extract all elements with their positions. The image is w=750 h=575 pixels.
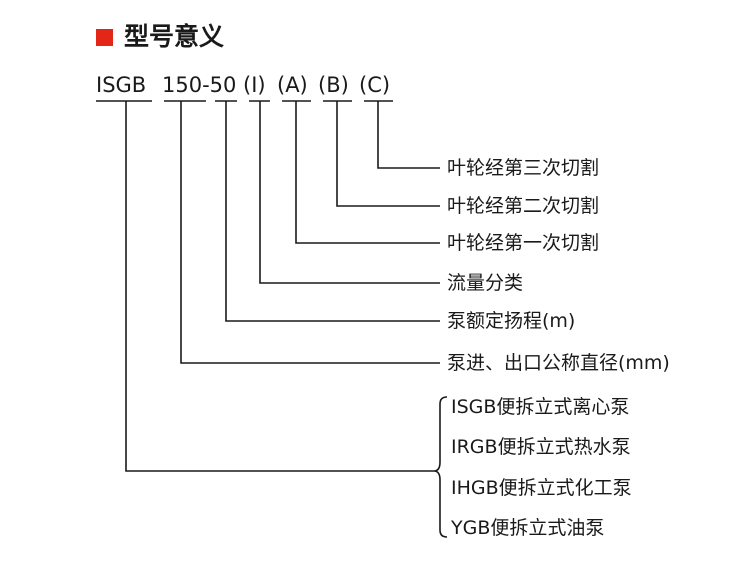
- code-cut-a: (A): [277, 73, 308, 97]
- leader-cut-c: [377, 101, 440, 169]
- series-type-ygb: YGB便拆立式油泵: [451, 517, 605, 539]
- meaning-diameter: 泵进、出口公称直径(mm): [447, 352, 670, 374]
- leader-series: [125, 101, 434, 472]
- leader-head: [225, 101, 440, 322]
- leader-cut-a: [295, 101, 440, 244]
- diagram-title: 型号意义: [124, 22, 225, 51]
- leader-flow: [259, 101, 440, 284]
- code-diameter: 150-50: [162, 73, 237, 97]
- series-type-ihgb: IHGB便拆立式化工泵: [451, 477, 632, 499]
- red-square-icon: [96, 29, 113, 46]
- code-cut-c: (C): [359, 73, 391, 97]
- series-type-isgb: ISGB便拆立式离心泵: [451, 396, 630, 418]
- leader-cut-b: [336, 101, 440, 207]
- meaning-cut-c: 叶轮经第三次切割: [447, 157, 600, 179]
- meaning-cut-b: 叶轮经第二次切割: [447, 195, 600, 217]
- code-flow: (I): [243, 73, 266, 97]
- series-type-irgb: IRGB便拆立式热水泵: [451, 436, 631, 458]
- code-series: ISGB: [96, 73, 147, 97]
- meaning-flow: 流量分类: [447, 272, 524, 294]
- series-brace: [433, 396, 448, 538]
- code-cut-b: (B): [318, 73, 349, 97]
- meaning-cut-a: 叶轮经第一次切割: [447, 232, 600, 254]
- leader-diameter: [180, 101, 440, 364]
- meaning-head: 泵额定扬程(m): [447, 310, 576, 332]
